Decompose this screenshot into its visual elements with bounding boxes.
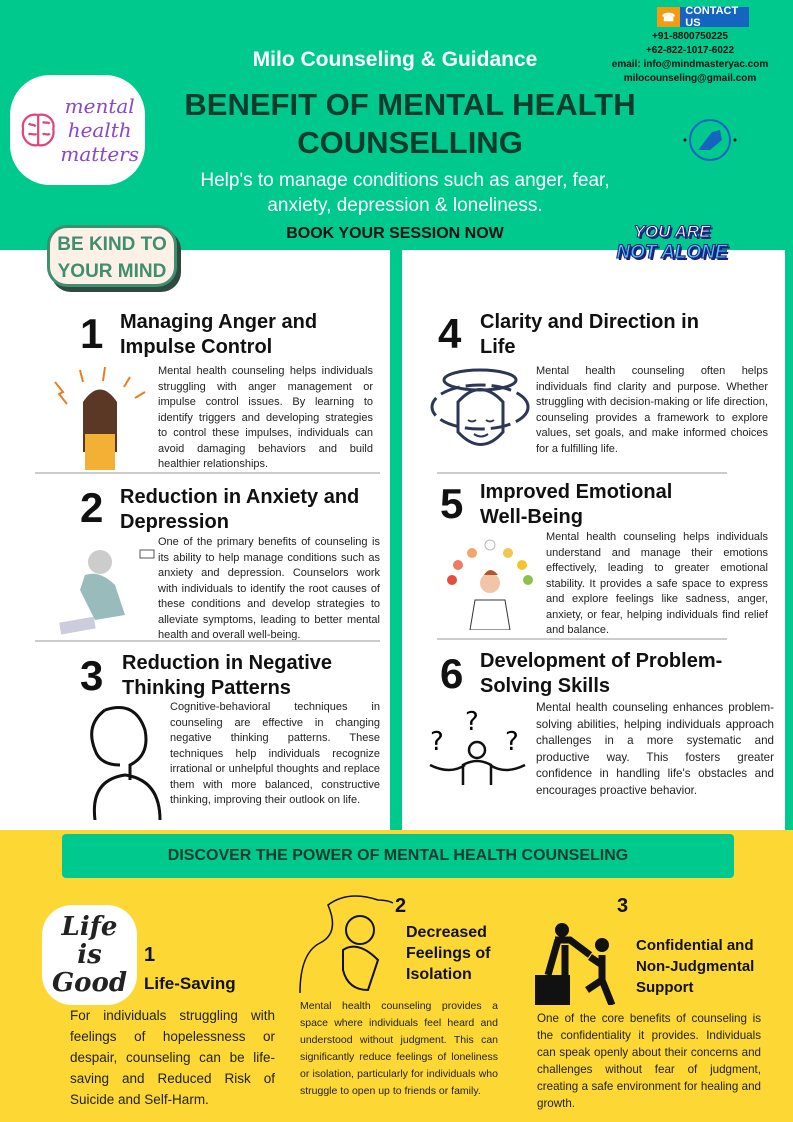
discover-banner: DISCOVER THE POWER OF MENTAL HEALTH COUN… xyxy=(62,834,734,878)
thinking-man-illustration xyxy=(75,700,170,821)
not-alone-line2: NOT ALONE xyxy=(616,242,728,264)
benefit-title: Managing Anger and Impulse Control xyxy=(120,311,318,358)
contact-info: +91-8800750225 +62-822-1017-6022 email: … xyxy=(590,30,790,86)
benefit-text: Mental health counseling helps individua… xyxy=(158,365,373,470)
svg-text:?: ? xyxy=(465,707,479,737)
benefit-title: Clarity and Direction in Life xyxy=(480,311,699,358)
book-session-cta[interactable]: BOOK YOUR SESSION NOW xyxy=(286,225,504,242)
calm-face-illustration xyxy=(428,362,533,467)
benefit-number: 1 xyxy=(80,310,104,357)
helping-up-illustration xyxy=(530,920,630,1007)
benefit-title: Development of Problem-Solving Skills xyxy=(480,650,723,697)
divider xyxy=(35,640,380,642)
email-2: milocounseling@gmail.com xyxy=(623,73,757,84)
page-title: BENEFIT OF MENTAL HEALTH COUNSELLING xyxy=(184,87,636,160)
subtitle: Help's to manage conditions such as ange… xyxy=(200,170,610,216)
be-kind-sticker: BE KIND TO YOUR MIND xyxy=(47,225,177,287)
divider xyxy=(390,250,402,830)
benefit-text: Mental health counseling helps individua… xyxy=(546,531,768,636)
benefit-number: 4 xyxy=(438,310,462,357)
brand-name: Milo Counseling & Guidance xyxy=(252,48,538,71)
benefit-text: One of the primary benefits of counselin… xyxy=(158,536,380,641)
contact-us-label: CONTACT US xyxy=(685,5,739,29)
right-panel xyxy=(402,250,785,830)
benefit-number: 6 xyxy=(440,650,464,697)
discover-number: 1 xyxy=(144,944,156,966)
left-panel xyxy=(0,250,390,830)
phone-icon: ☎ xyxy=(657,7,681,27)
svg-text:?: ? xyxy=(430,727,444,757)
phone-2: +62-822-1017-6022 xyxy=(645,45,735,56)
benefit-text: Mental health counseling enhances proble… xyxy=(536,701,774,797)
benefit-title: Reduction in Negative Thinking Patterns xyxy=(122,652,333,699)
contact-us-button[interactable]: ☎CONTACT US xyxy=(657,5,749,29)
benefit-text: Cognitive-behavioral techniques in couns… xyxy=(170,701,380,806)
divider xyxy=(437,472,727,474)
discover-text: Mental health counseling provides a spac… xyxy=(300,1000,498,1097)
benefit-number: 3 xyxy=(80,652,104,699)
angry-woman-illustration xyxy=(45,362,155,470)
discover-number: 2 xyxy=(395,895,407,917)
benefit-title: Improved Emotional Well-Being xyxy=(480,481,673,528)
questioning-person-illustration: ??? xyxy=(425,705,530,785)
benefit-number: 2 xyxy=(80,484,104,531)
discover-text: For individuals struggling with feelings… xyxy=(70,1008,275,1107)
not-alone-line1: YOU ARE xyxy=(633,222,711,242)
email-1: email: info@mindmasteryac.com xyxy=(611,59,769,70)
discover-text: One of the core benefits of counseling i… xyxy=(537,1012,761,1110)
juggling-emotions-illustration xyxy=(440,535,540,631)
benefit-title: Reduction in Anxiety and Depression xyxy=(120,486,360,533)
divider xyxy=(785,250,793,830)
discover-title: Confidential and Non-Judgmental Support xyxy=(636,937,755,996)
phone-1: +91-8800750225 xyxy=(652,31,728,42)
milo-badge-logo xyxy=(680,110,740,170)
discover-number: 3 xyxy=(617,895,629,917)
benefit-text: Mental health counseling often helps ind… xyxy=(536,365,768,455)
divider xyxy=(437,638,727,640)
svg-text:?: ? xyxy=(505,727,519,757)
not-alone-sticker: YOU ARE NOT ALONE xyxy=(612,222,732,264)
divider xyxy=(35,472,380,474)
benefit-number: 5 xyxy=(440,480,464,527)
discover-title: Life-Saving xyxy=(144,974,236,993)
discover-title: Decreased Feelings of Isolation xyxy=(406,924,491,983)
isolated-person-illustration xyxy=(298,895,403,995)
helping-hand-icon xyxy=(683,119,737,161)
anxious-woman-illustration xyxy=(55,540,155,640)
brain-icon xyxy=(21,113,55,147)
